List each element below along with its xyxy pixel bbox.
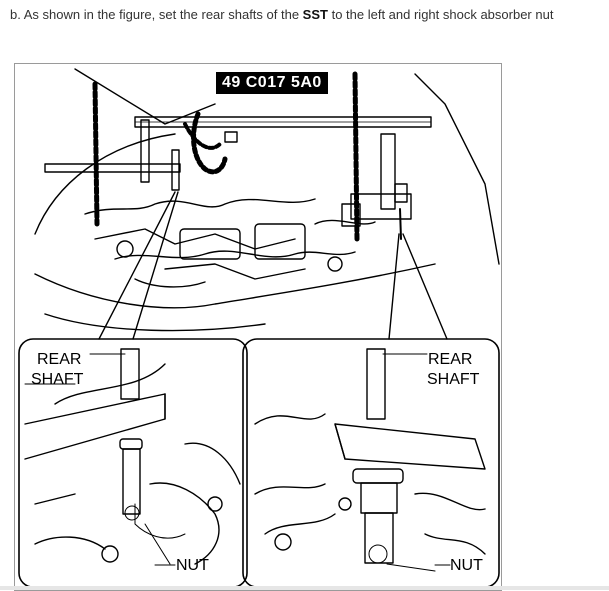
left-detail-drawing (24, 348, 241, 565)
left-nut-label: NUT (176, 557, 209, 574)
instruction-prefix: b. As shown in the figure, set the rear … (10, 7, 303, 22)
right-shaft-label: SHAFT (427, 371, 480, 388)
instruction-suffix: to the left and right shock absorber nut (327, 7, 554, 22)
bottom-strip (0, 586, 609, 590)
right-rear-label: REAR (428, 351, 473, 368)
figure-frame: 49 C017 5A0 REAR SHAFT NUT REAR SHAFT NU… (14, 63, 502, 591)
left-shaft-label: SHAFT (31, 371, 84, 388)
sst-part-number: 49 C017 5A0 (216, 72, 328, 94)
instruction-text: b. As shown in the figure, set the rear … (10, 7, 609, 22)
left-rear-label: REAR (37, 351, 82, 368)
right-nut-label: NUT (450, 557, 483, 574)
right-detail-drawing (254, 348, 486, 572)
engine-bay-illustration (18, 68, 500, 588)
instruction-sst: SST (302, 7, 328, 22)
